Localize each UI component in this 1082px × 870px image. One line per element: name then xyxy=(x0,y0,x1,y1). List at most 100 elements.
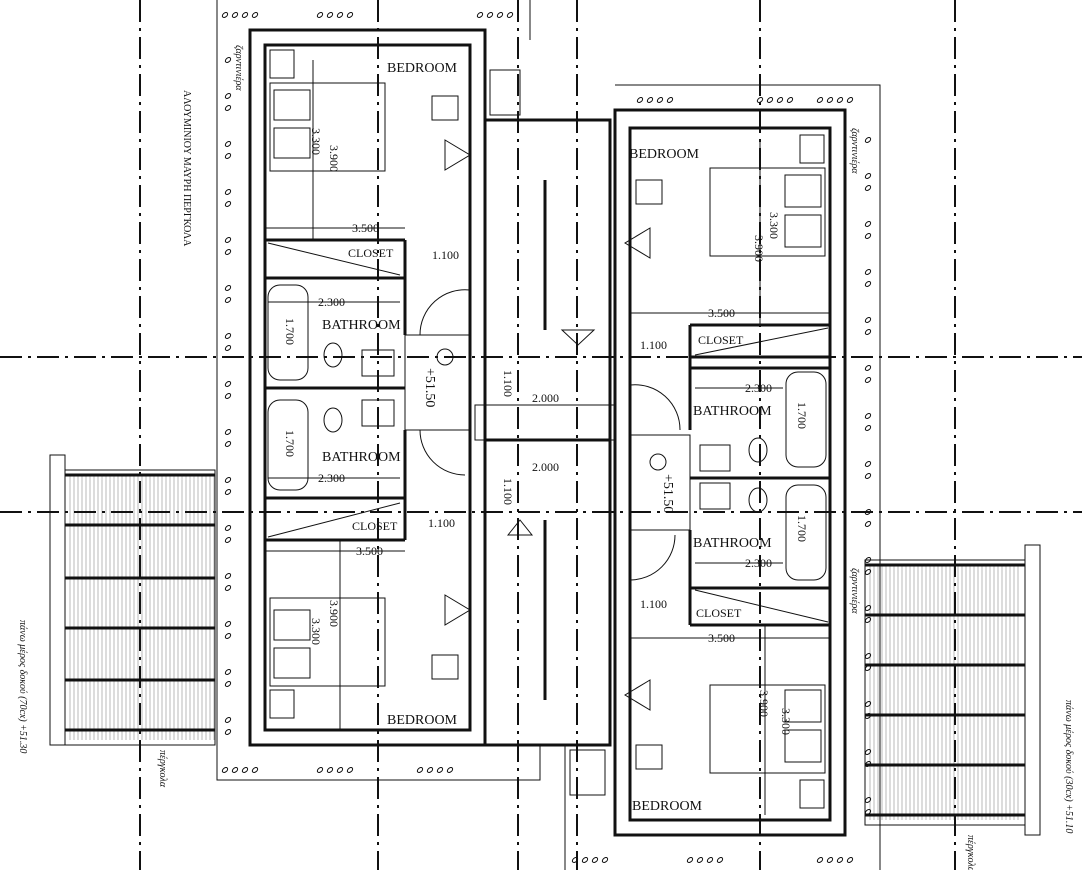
dimension-label: 3.300 xyxy=(767,212,781,239)
pergola-note: πέργκολα xyxy=(965,835,976,870)
room-label-bathroom: BATHROOM xyxy=(322,450,401,465)
level-label: +51.50 xyxy=(422,368,437,407)
planter-dot xyxy=(326,767,334,773)
planter-dot xyxy=(816,97,824,103)
planter-note: ζαρντινιέρα xyxy=(233,45,244,91)
room-label-bathroom: BATHROOM xyxy=(693,404,772,419)
dimension-label: 3.300 xyxy=(779,708,793,735)
planter-dot xyxy=(224,333,232,339)
planter-dots xyxy=(221,12,872,863)
planter-dot xyxy=(224,297,232,303)
dimension-label: 1.100 xyxy=(501,478,515,505)
terrace-outlines xyxy=(216,0,881,870)
planter-dot xyxy=(846,97,854,103)
planter-dot xyxy=(336,767,344,773)
beam-note-right: πάνω μέρος δοκού (30cx) +51.10 xyxy=(1063,700,1074,833)
dimension-label: 2.000 xyxy=(532,460,559,474)
dimension-label: 2.300 xyxy=(318,471,345,485)
dimension-label: 2.300 xyxy=(318,295,345,309)
planter-dot xyxy=(766,97,774,103)
planter-dot xyxy=(224,153,232,159)
planter-dot xyxy=(864,617,872,623)
planter-dot xyxy=(846,857,854,863)
dimension-label: 2.000 xyxy=(532,391,559,405)
planter-dot xyxy=(864,425,872,431)
planter-dot xyxy=(221,767,229,773)
planter-dot xyxy=(224,201,232,207)
planter-dot xyxy=(224,669,232,675)
planter-dot xyxy=(224,537,232,543)
room-label-closet: CLOSET xyxy=(698,333,744,347)
dimension-label: 3.500 xyxy=(352,221,379,235)
planter-dot xyxy=(636,97,644,103)
dimension-label: 1.700 xyxy=(283,430,297,457)
planter-dot xyxy=(224,585,232,591)
dimension-label: 1.100 xyxy=(501,370,515,397)
room-label-bathroom: BATHROOM xyxy=(322,318,401,333)
dimension-label: 1.700 xyxy=(283,318,297,345)
planter-dot xyxy=(224,681,232,687)
dimension-label: 3.900 xyxy=(327,145,341,172)
left-building xyxy=(248,28,487,747)
planter-dot xyxy=(786,97,794,103)
planter-dot xyxy=(316,12,324,18)
planter-dot xyxy=(436,767,444,773)
planter-dot xyxy=(326,12,334,18)
planter-dot xyxy=(864,413,872,419)
room-label-bedroom: BEDROOM xyxy=(632,799,703,814)
planter-dot xyxy=(224,573,232,579)
planter-dot xyxy=(224,285,232,291)
planter-dot xyxy=(696,857,704,863)
planter-note: ζαρντινιέρα xyxy=(849,568,860,614)
planter-dot xyxy=(224,57,232,63)
planter-dot xyxy=(666,97,674,103)
dimension-label: 3.300 xyxy=(309,128,323,155)
planter-dot xyxy=(864,221,872,227)
beam-note-left: πάνω μέρος δοκού (70cx) +51.30 xyxy=(17,620,28,753)
room-label-bedroom: BEDROOM xyxy=(629,147,700,162)
planter-dot xyxy=(756,97,764,103)
planter-dot xyxy=(864,329,872,335)
planter-dot xyxy=(224,717,232,723)
planter-dot xyxy=(426,767,434,773)
planter-dot xyxy=(836,857,844,863)
planter-dot xyxy=(686,857,694,863)
planter-dot xyxy=(776,97,784,103)
dimension-label: 3.900 xyxy=(757,690,771,717)
planter-dot xyxy=(346,767,354,773)
planter-dot xyxy=(836,97,844,103)
right-building xyxy=(489,69,847,837)
planter-dot xyxy=(581,857,589,863)
planter-dot xyxy=(224,621,232,627)
room-label-bedroom: BEDROOM xyxy=(387,713,458,728)
planter-dot xyxy=(224,237,232,243)
planter-dot xyxy=(336,12,344,18)
planter-dot xyxy=(826,857,834,863)
planter-dot xyxy=(486,12,494,18)
dimension-label: 1.100 xyxy=(432,248,459,262)
dimension-label: 1.700 xyxy=(795,515,809,542)
planter-dot xyxy=(224,489,232,495)
planter-dot xyxy=(224,429,232,435)
room-labels: BEDROOM BEDROOM BEDROOM BEDROOM CLOSET C… xyxy=(322,61,772,814)
planter-dot xyxy=(816,857,824,863)
dimension-label: 3.900 xyxy=(327,600,341,627)
planter-dot xyxy=(864,557,872,563)
planter-dot xyxy=(864,377,872,383)
planter-dot xyxy=(224,729,232,735)
dimension-label: 3.900 xyxy=(752,235,766,262)
level-markers: +51.50 +51.50 xyxy=(422,348,675,513)
room-label-closet: CLOSET xyxy=(696,606,742,620)
planter-dot xyxy=(224,525,232,531)
planter-dot xyxy=(864,749,872,755)
planter-dot xyxy=(864,569,872,575)
room-label-bathroom: BATHROOM xyxy=(693,536,772,551)
planter-dot xyxy=(591,857,599,863)
pergola-material-note: ΑΛΟΥΜΙΝΙΟΥ ΜΑΥΡΗ ΠΕΡΓΚΟΛΑ xyxy=(181,90,192,247)
pergolas xyxy=(49,454,1041,836)
annotations: ΑΛΟΥΜΙΝΙΟΥ ΜΑΥΡΗ ΠΕΡΓΚΟΛΑ πάνω μέρος δοκ… xyxy=(17,45,1074,870)
dimension-label: 1.100 xyxy=(640,338,667,352)
planter-dot xyxy=(224,345,232,351)
planter-dot xyxy=(864,509,872,515)
dimension-label: 3.300 xyxy=(309,618,323,645)
